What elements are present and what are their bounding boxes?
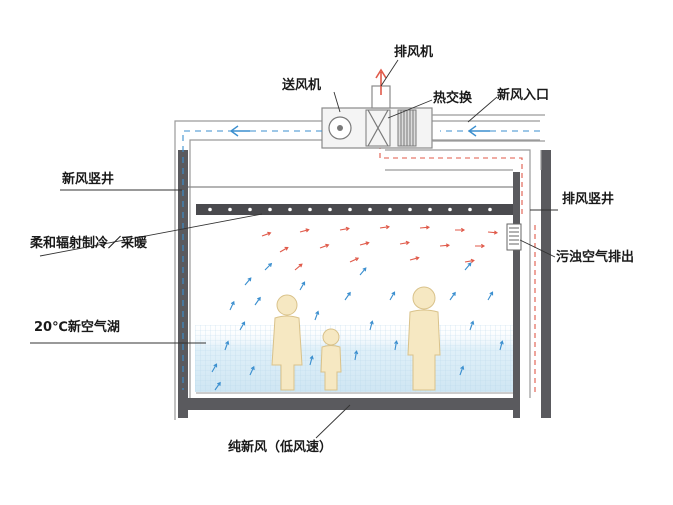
room-airflow-arrows (211, 224, 504, 391)
airflow-arrow (487, 291, 494, 301)
exhaust-shaft-inner-wall (513, 172, 520, 418)
panel-dot (448, 207, 452, 212)
airflow-arrow (299, 281, 306, 291)
airflow-arrow (394, 340, 399, 351)
radiant-panel-dots (208, 207, 492, 212)
fresh-air-inlet-duct (432, 114, 545, 142)
airflow-arrow (487, 230, 499, 235)
heat-exchanger-icon (367, 109, 389, 147)
floor-slab (188, 398, 513, 410)
label-dirty-air-exhaust: 污浊空气排出 (556, 250, 635, 265)
airflow-arrow (439, 243, 451, 248)
panel-dot (428, 207, 432, 212)
exhaust-flow-path (379, 108, 536, 395)
airflow-arrow (464, 262, 472, 271)
right-wall (541, 150, 551, 418)
panel-dot (348, 207, 352, 212)
airflow-arrow (469, 320, 475, 331)
duct-arrow-icon (229, 125, 250, 137)
panel-dot (328, 207, 332, 212)
airflow-arrow (419, 225, 431, 230)
airflow-arrow (369, 320, 374, 331)
airflow-arrow (354, 350, 359, 361)
label-fresh-air-shaft: 新风竖井 (62, 172, 115, 187)
airflow-arrow (254, 296, 261, 306)
airflow-arrow (349, 257, 360, 263)
airflow-arrow (459, 365, 465, 376)
airflow-arrow (359, 267, 367, 276)
airflow-arrow (409, 256, 420, 261)
filter-icon (397, 109, 417, 147)
label-exhaust-shaft: 排风竖井 (562, 192, 615, 207)
exhaust-up-arrow (375, 68, 387, 95)
airflow-arrow (339, 226, 350, 231)
airflow-arrow (214, 381, 221, 391)
airflow-arrow (211, 363, 218, 373)
airflow-arrow (224, 340, 230, 351)
exhaust-duct-outline (385, 149, 542, 398)
airflow-arrow (264, 262, 273, 271)
panel-dot (408, 207, 412, 212)
airflow-arrow (359, 241, 370, 246)
person-adult-female (271, 294, 303, 391)
panel-dot (308, 207, 312, 212)
airflow-arrow (455, 227, 466, 233)
air-handling-unit (321, 68, 433, 149)
airflow-arrow (279, 246, 289, 253)
airflow-arrow (314, 310, 320, 321)
air-lake-grid (195, 325, 513, 392)
leader-lines (30, 59, 558, 439)
inlet-arrow-icon (467, 125, 490, 137)
panel-dot (268, 207, 272, 212)
airflow-arrow (399, 240, 410, 245)
panel-dot (228, 207, 232, 212)
airflow-arrow (319, 243, 330, 249)
radiant-ceiling-panel (196, 204, 513, 215)
label-supply-fan: 送风机 (282, 78, 322, 93)
airflow-arrow (379, 224, 390, 230)
airflow-arrow (294, 263, 303, 271)
airflow-arrow (229, 300, 235, 311)
label-pure-fresh-air: 纯新风（低风速） (228, 440, 333, 455)
panel-dot (488, 207, 492, 212)
label-fresh-air-inlet: 新风入口 (497, 88, 550, 103)
airflow-arrow (299, 228, 310, 233)
airflow-arrow (239, 321, 246, 331)
label-radiant-panel: 柔和辐射制冷／采暖 (30, 236, 148, 251)
airflow-arrow (499, 340, 504, 351)
airflow-arrow (475, 243, 486, 249)
panel-dot (208, 207, 212, 212)
airflow-arrow (449, 291, 456, 301)
airflow-arrow (309, 355, 314, 366)
exhaust-grille (506, 223, 522, 251)
panel-dot (248, 207, 252, 212)
label-air-lake: 20℃新空气湖 (34, 320, 120, 335)
panel-dot (288, 207, 292, 212)
person-child (320, 328, 342, 391)
panel-dot (468, 207, 472, 212)
airflow-arrow (244, 277, 252, 286)
airflow-arrow (389, 291, 396, 301)
label-heat-exchange: 热交换 (433, 91, 473, 106)
airflow-arrow (249, 365, 255, 376)
person-adult-male (407, 286, 441, 391)
airflow-arrow (261, 231, 272, 237)
label-exhaust-fan: 排风机 (394, 45, 434, 60)
panel-dot (388, 207, 392, 212)
panel-dot (368, 207, 372, 212)
airflow-arrow (344, 291, 351, 301)
airflow-arrow (464, 258, 475, 263)
